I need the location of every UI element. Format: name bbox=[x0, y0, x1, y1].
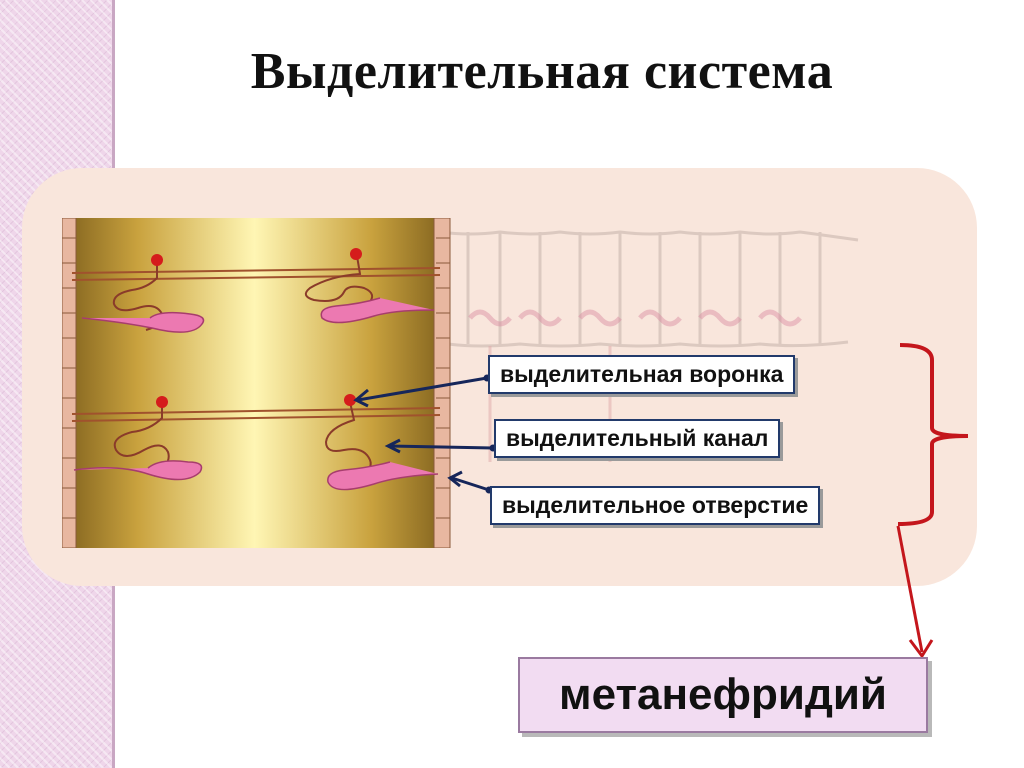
result-arrow-line bbox=[898, 526, 922, 652]
metanephridium-result-box: метанефридий bbox=[518, 657, 928, 733]
funnel-pointer-line bbox=[358, 378, 487, 400]
label-excretory-opening: выделительное отверстие bbox=[490, 486, 820, 525]
canal-pointer-line bbox=[390, 446, 493, 448]
metanephridium-label: метанефридий bbox=[559, 670, 887, 720]
grouping-bracket bbox=[898, 345, 968, 524]
label-excretory-funnel: выделительная воронка bbox=[488, 355, 795, 394]
label-excretory-canal: выделительный канал bbox=[494, 419, 780, 458]
